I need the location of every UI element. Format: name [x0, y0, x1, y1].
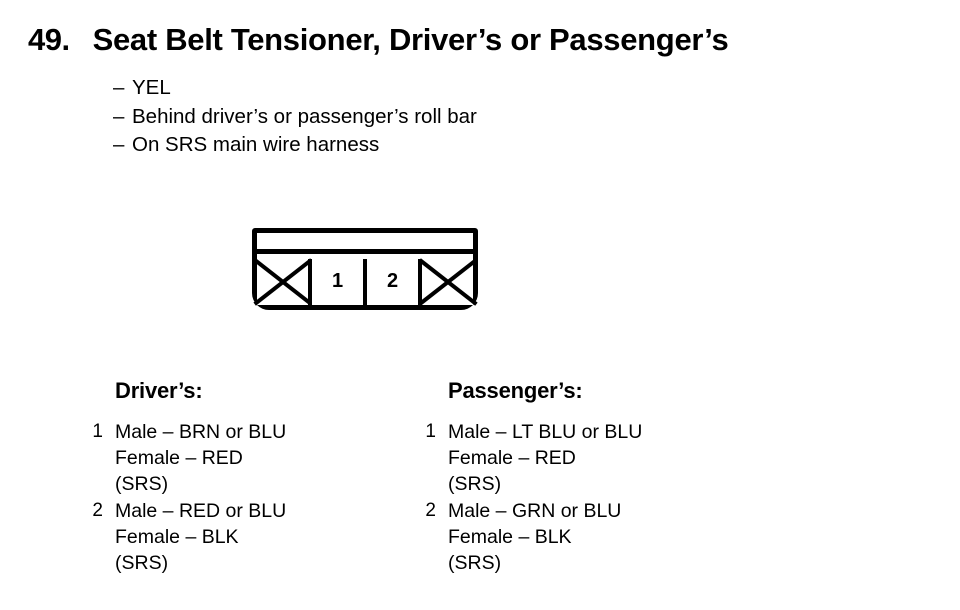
note-text: Behind driver’s or passenger’s roll bar	[132, 104, 477, 128]
pin-entry: 2 Male – RED or BLU Female – BLK (SRS)	[85, 498, 286, 576]
pin-entry: 1 Male – BRN or BLU Female – RED (SRS)	[85, 419, 286, 497]
cavity-label: 1	[331, 270, 344, 292]
pin-line-female: Female – BLK	[115, 526, 239, 548]
pin-line-female: Female – RED	[115, 447, 243, 469]
note-list: –YEL –Behind driver’s or passenger’s rol…	[113, 74, 477, 160]
pin-list-driver: 1 Male – BRN or BLU Female – RED (SRS) 2…	[85, 419, 286, 576]
dash-bullet-icon: –	[113, 76, 125, 99]
page-title: 49. Seat Belt Tensioner, Driver’s or Pas…	[28, 22, 729, 58]
pin-line-male: Male – LT BLU or BLU	[448, 421, 643, 443]
connector-diagram: 1 2	[252, 228, 478, 310]
note-item: –Behind driver’s or passenger’s roll bar	[113, 103, 477, 132]
pin-line-system: (SRS)	[448, 473, 502, 495]
note-text: YEL	[132, 76, 171, 99]
pin-line-female: Female – RED	[448, 447, 576, 469]
pin-line-male: Male – RED or BLU	[115, 500, 287, 522]
connector-latch-bar	[257, 233, 473, 254]
pin-entry: 2 Male – GRN or BLU Female – BLK (SRS)	[418, 498, 642, 576]
pin-line-female: Female – BLK	[448, 526, 572, 548]
item-number: 49.	[28, 22, 70, 57]
pin-description: Male – BRN or BLU Female – RED (SRS)	[115, 419, 286, 497]
legend-heading-passenger: Passenger’s:	[448, 378, 583, 403]
pin-line-system: (SRS)	[115, 473, 169, 495]
pin-line-system: (SRS)	[115, 552, 169, 574]
pin-number: 2	[425, 500, 436, 521]
connector-cavity-blocked	[422, 259, 473, 305]
connector-cavity-row: 1 2	[257, 259, 473, 305]
legend-heading-driver: Driver’s:	[115, 378, 203, 403]
dash-bullet-icon: –	[113, 133, 125, 156]
dash-bullet-icon: –	[113, 104, 125, 128]
connector-cavity-2: 2	[367, 259, 422, 305]
pin-entry: 1 Male – LT BLU or BLU Female – RED (SRS…	[418, 419, 642, 497]
pin-list-passenger: 1 Male – LT BLU or BLU Female – RED (SRS…	[418, 419, 642, 576]
note-item: –On SRS main wire harness	[113, 131, 477, 160]
pin-description: Male – RED or BLU Female – BLK (SRS)	[115, 498, 286, 576]
cavity-label: 2	[386, 270, 399, 292]
pin-line-male: Male – GRN or BLU	[448, 500, 622, 522]
pin-line-system: (SRS)	[448, 552, 502, 574]
pin-number: 1	[92, 421, 103, 442]
connector-cavity-1: 1	[312, 259, 367, 305]
pin-description: Male – GRN or BLU Female – BLK (SRS)	[448, 498, 621, 576]
legend-passenger: Passenger’s: 1 Male – LT BLU or BLU Fema…	[418, 378, 642, 577]
note-item: –YEL	[113, 74, 477, 103]
pin-description: Male – LT BLU or BLU Female – RED (SRS)	[448, 419, 642, 497]
pin-number: 2	[92, 500, 103, 521]
note-text: On SRS main wire harness	[132, 133, 380, 156]
pin-number: 1	[425, 421, 436, 442]
title-text: Seat Belt Tensioner, Driver’s or Passeng…	[92, 22, 729, 57]
connector-cavity-blocked	[257, 259, 312, 305]
pin-line-male: Male – BRN or BLU	[115, 421, 287, 443]
legend-driver: Driver’s: 1 Male – BRN or BLU Female – R…	[85, 378, 286, 577]
